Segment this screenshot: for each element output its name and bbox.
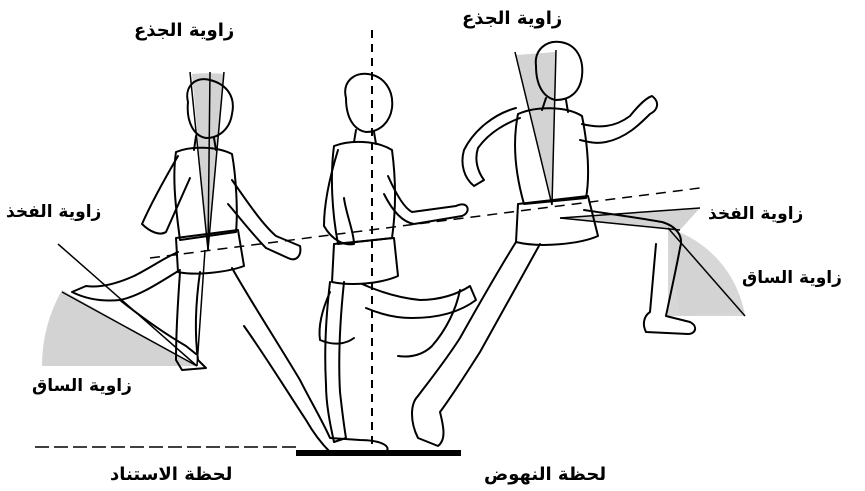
label-shank-angle-left: زاوية الساق bbox=[32, 378, 132, 395]
label-thigh-angle-right: زاوية الفخذ bbox=[708, 206, 803, 223]
label-trunk-angle-right: زاوية الجذع bbox=[462, 10, 562, 28]
shank-angle-sector-left bbox=[42, 290, 197, 366]
runner-figure-middle bbox=[319, 74, 476, 442]
label-thigh-angle-left: زاوية الفخذ bbox=[6, 204, 101, 221]
angle-lines bbox=[58, 50, 745, 366]
label-trunk-angle-left: زاوية الجذع bbox=[134, 22, 234, 40]
label-takeoff-moment: لحظة النهوض bbox=[484, 466, 606, 484]
thigh-angle-sector-right bbox=[560, 208, 700, 230]
label-shank-angle-right: زاوية الساق bbox=[742, 270, 842, 287]
label-support-moment: لحظة الاستناد bbox=[110, 466, 232, 484]
reference-lines bbox=[35, 30, 700, 456]
